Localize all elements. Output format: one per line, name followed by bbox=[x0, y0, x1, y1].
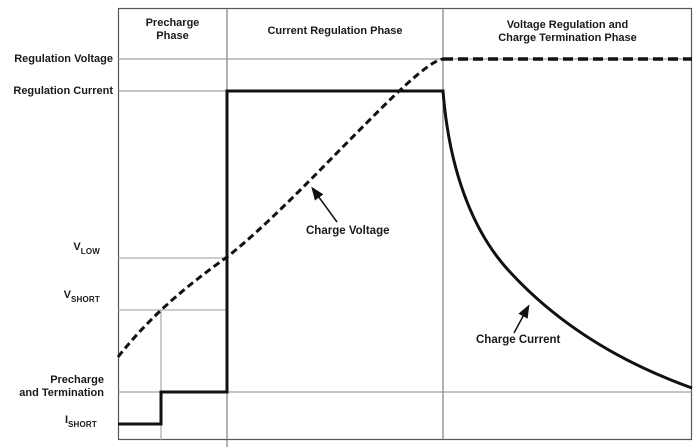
ylabel-vlow-symbol: V bbox=[73, 241, 81, 253]
phase-label-voltage-regulation-line1: Voltage Regulation and bbox=[506, 19, 629, 31]
charge-current-arrow bbox=[513, 304, 530, 334]
ylabel-precharge-line2: and Termination bbox=[19, 386, 104, 399]
ylabel-ishort: ISHORT bbox=[65, 414, 97, 429]
ylabel-vlow-subscript: LOW bbox=[80, 247, 100, 257]
ylabel-regulation-voltage: Regulation Voltage bbox=[14, 53, 113, 65]
phase-label-voltage-regulation: Voltage Regulation and Charge Terminatio… bbox=[443, 19, 692, 45]
phase-label-precharge-line1: Precharge bbox=[145, 17, 200, 29]
ylabel-ishort-subscript: SHORT bbox=[68, 420, 97, 430]
phase-label-precharge-line2: Phase bbox=[156, 29, 189, 42]
annotation-charge-current: Charge Current bbox=[476, 334, 561, 346]
annotation-charge-voltage: Charge Voltage bbox=[306, 225, 390, 237]
ylabel-regulation-current: Regulation Current bbox=[13, 85, 113, 97]
ylabel-precharge-termination: Precharge and Termination bbox=[0, 374, 104, 400]
ylabel-vshort-subscript: SHORT bbox=[71, 295, 100, 305]
ylabel-precharge-line1: Precharge bbox=[50, 374, 104, 386]
phase-label-precharge: Precharge Phase bbox=[118, 17, 227, 43]
phase-label-voltage-regulation-line2: Charge Termination Phase bbox=[498, 31, 637, 44]
ylabel-vlow: VLOW bbox=[73, 241, 100, 256]
ylabel-ishort-symbol: I bbox=[64, 414, 68, 426]
charge-voltage-arrow bbox=[311, 186, 338, 223]
charge-current-trace bbox=[118, 89, 693, 426]
ylabel-vshort-symbol: V bbox=[63, 289, 71, 301]
ylabel-vshort: VSHORT bbox=[64, 289, 100, 304]
phase-label-current-regulation: Current Regulation Phase bbox=[227, 25, 443, 38]
charge-voltage-curve bbox=[116, 57, 444, 358]
phase-label-current-regulation-line1: Current Regulation Phase bbox=[267, 25, 403, 37]
plot-frame bbox=[117, 7, 693, 441]
